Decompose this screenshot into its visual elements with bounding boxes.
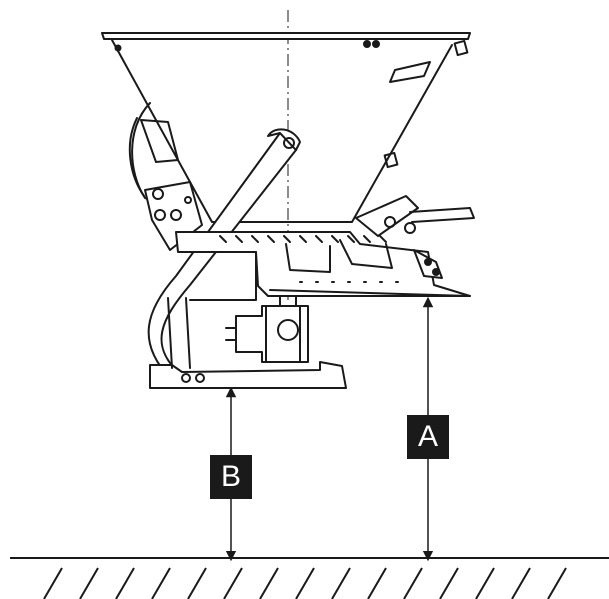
ground-hatch — [10, 557, 609, 599]
dimension-a-label: A — [407, 415, 449, 459]
spreader-machine — [101, 32, 475, 389]
dimension-b-label: B — [210, 455, 252, 499]
